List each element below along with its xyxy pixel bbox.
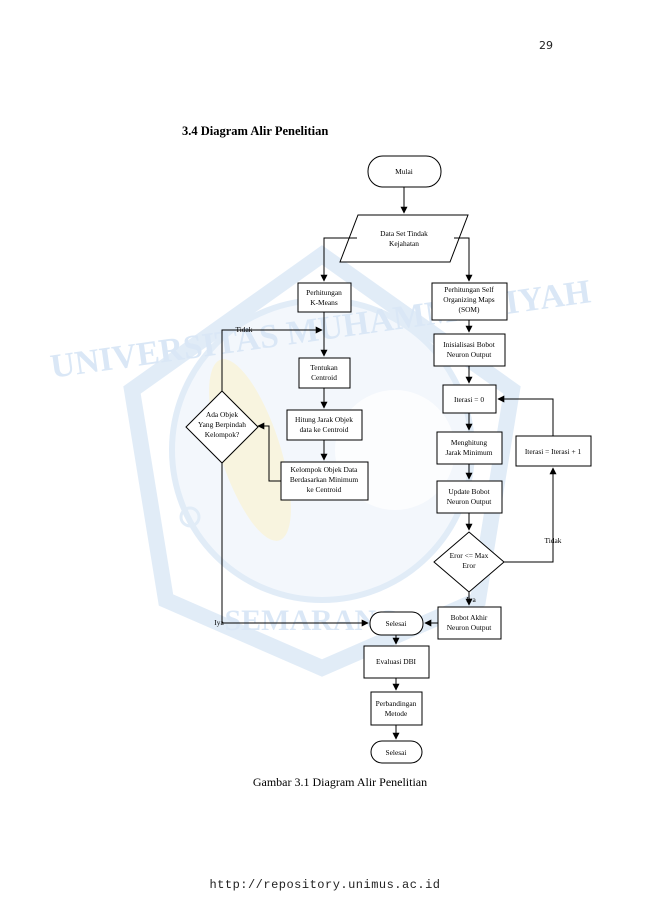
label-hitung-2: data ke Centroid	[300, 425, 349, 434]
label-bobot-akhir-2: Neuron Output	[447, 623, 492, 632]
label-hitung-1: Hitung Jarak Objek	[295, 415, 353, 424]
figure-caption: Gambar 3.1 Diagram Alir Penelitian	[252, 775, 428, 789]
process-perbandingan-metode	[370, 691, 423, 726]
label-mulai: Mulai	[395, 167, 413, 176]
label-iterasi-tambah: Iterasi = Iterasi + 1	[525, 447, 582, 456]
label-kmeans-1: Perhitungan	[306, 288, 342, 297]
label-kelompok-1: Kelompok Objek Data	[291, 465, 359, 474]
label-iterasi-nol: Iterasi = 0	[454, 395, 484, 404]
label-som-1: Perhitungan Self	[444, 285, 494, 294]
label-perbandingan-2: Metode	[385, 709, 408, 718]
label-kmeans-iya: Iya	[214, 618, 224, 627]
label-kelompok-2: Berdasarkan Minimum	[290, 475, 359, 484]
label-decision-kmeans-1: Ada Objek	[206, 410, 239, 419]
label-kmeans-2: K-Means	[310, 298, 338, 307]
process-tentukan-centroid	[298, 357, 351, 389]
process-iterasi-tambah	[515, 435, 592, 467]
label-selesai-2: Selesai	[386, 748, 407, 757]
label-dataset-2: Kejahatan	[389, 239, 419, 248]
label-decision-som-1: Eror <= Max	[450, 551, 489, 560]
page-number: 29	[539, 39, 553, 52]
dataset-io	[339, 214, 469, 263]
label-kmeans-tidak: Tidak	[236, 325, 253, 334]
label-selesai-1: Selesai	[386, 619, 407, 628]
footer-url[interactable]: http://repository.unimus.ac.id	[209, 878, 441, 892]
label-evaluasi: Evaluasi DBI	[376, 657, 417, 666]
label-som-3: (SOM)	[459, 305, 480, 314]
terminator-selesai-2	[370, 740, 423, 764]
process-menghitung-jarak	[436, 431, 503, 465]
label-perbandingan-1: Perbandingan	[376, 699, 417, 708]
label-dataset-1: Data Set Tindak	[380, 229, 428, 238]
process-iterasi-nol	[442, 384, 497, 414]
process-update-bobot	[436, 480, 503, 514]
label-menghitung-1: Menghitung	[451, 438, 487, 447]
label-decision-som-2: Eror	[462, 561, 476, 570]
label-kelompok-3: ke Centroid	[307, 485, 342, 494]
label-inisialisasi-1: Inisialisasi Bobot	[443, 340, 495, 349]
label-som-tidak: Tidak	[545, 536, 562, 545]
label-update-1: Update Bobot	[448, 487, 490, 496]
process-inisialisasi-bobot	[433, 333, 506, 367]
label-inisialisasi-2: Neuron Output	[447, 350, 492, 359]
label-tentukan-2: Centroid	[311, 373, 337, 382]
label-menghitung-2: Jarak Minimum	[445, 448, 492, 457]
label-tentukan-1: Tentukan	[310, 363, 338, 372]
label-update-2: Neuron Output	[447, 497, 492, 506]
label-som-iya: Iya	[466, 595, 476, 604]
section-heading: 3.4 Diagram Alir Penelitian	[182, 124, 329, 138]
label-decision-kmeans-3: Kelompok?	[205, 430, 239, 439]
label-decision-kmeans-2: Yang Berpindah	[198, 420, 246, 429]
label-bobot-akhir-1: Bobot Akhir	[451, 613, 488, 622]
label-som-2: Organizing Maps	[443, 295, 495, 304]
